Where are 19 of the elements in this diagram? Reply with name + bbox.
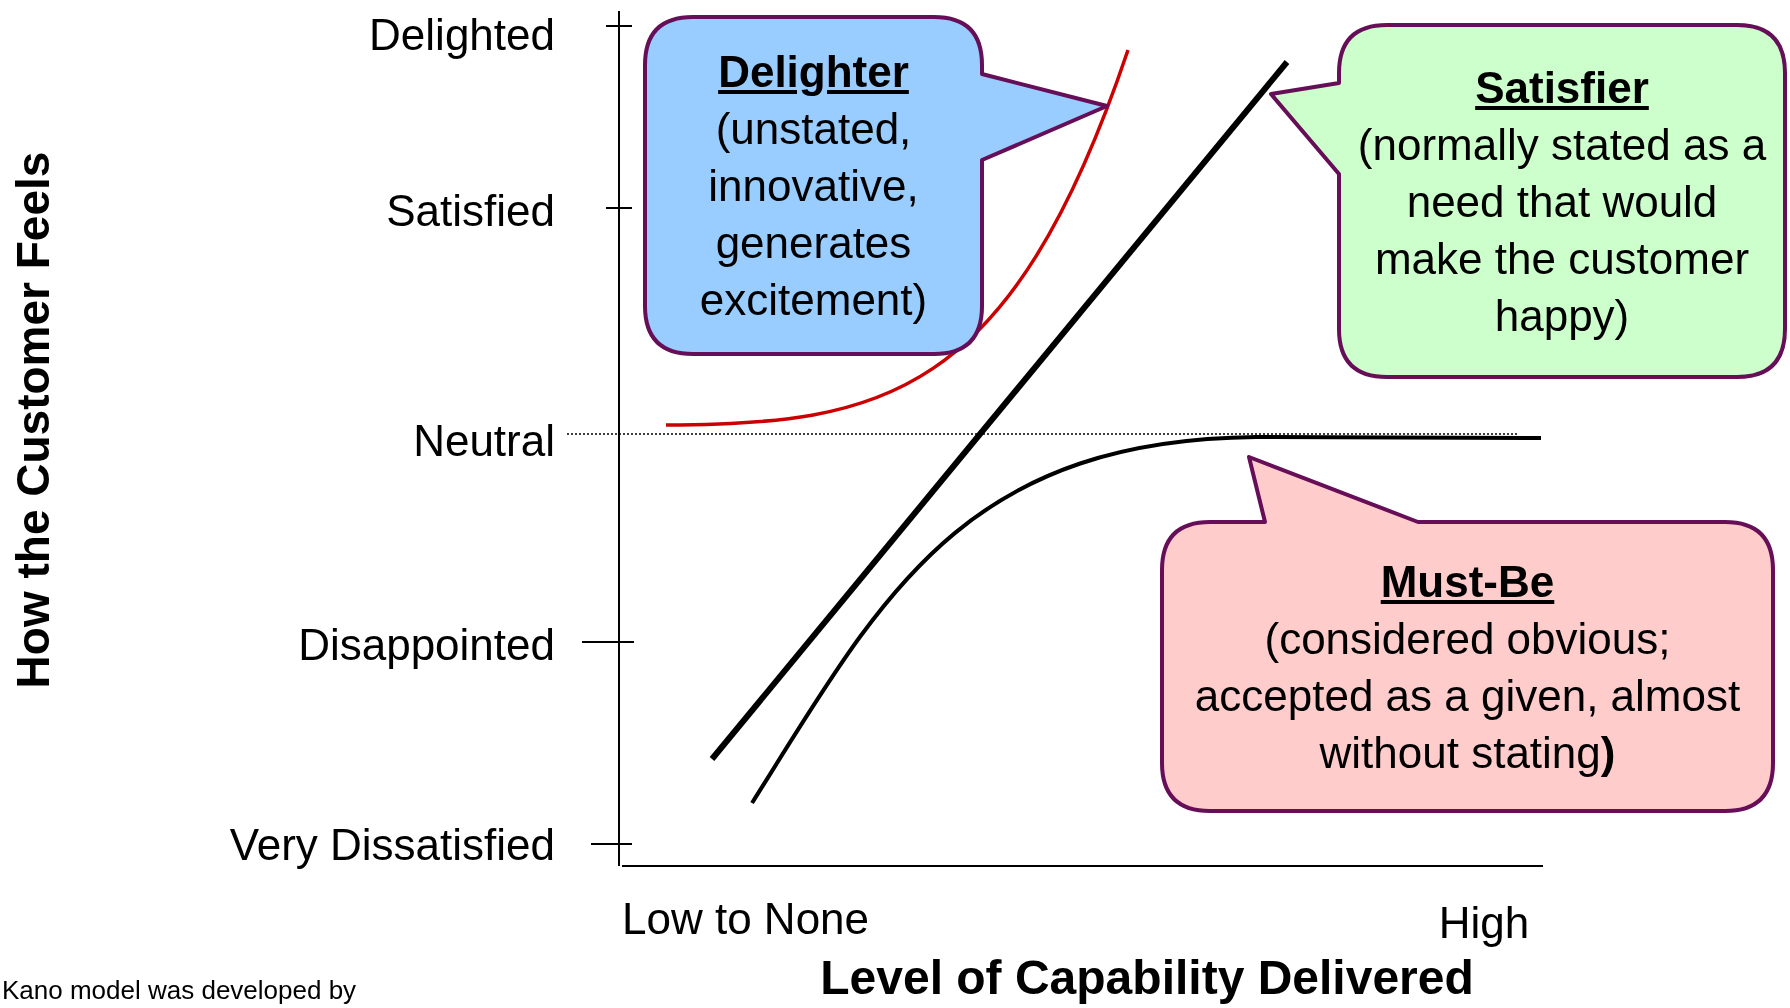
axis-tick-label: Low to None — [622, 892, 870, 945]
axis-tick-label: Delighted — [369, 8, 555, 61]
speech-bubble — [1269, 23, 1787, 379]
callout-text: (normally stated as a need that would make the customer happy) — [1356, 118, 1768, 342]
callout-heading: Satisfier — [1475, 61, 1649, 114]
axis-tick-label: High — [1438, 896, 1530, 949]
speech-bubble — [643, 15, 1109, 356]
footnote-text: Kano model was developed by — [2, 973, 357, 1007]
callout-text: (unstated, innovative, generates excitement) — [698, 103, 929, 326]
axis-tick-label: Satisfied — [386, 184, 555, 237]
axis-tick-label: Disappointed — [298, 618, 555, 671]
callout-heading: Must-Be — [1380, 555, 1555, 608]
axis-title: Level of Capability Delivered — [820, 950, 1474, 1006]
axis-tick-label: Very Dissatisfied — [229, 818, 555, 871]
callout-text: (considered obvious; accepted as a given, almost without stating) — [1193, 612, 1742, 779]
axis-tick-label: Neutral — [413, 414, 555, 467]
callout-heading: Delighter — [718, 46, 909, 98]
speech-bubble — [1160, 455, 1775, 813]
axis-title: How the Customer Feels — [6, 151, 61, 689]
